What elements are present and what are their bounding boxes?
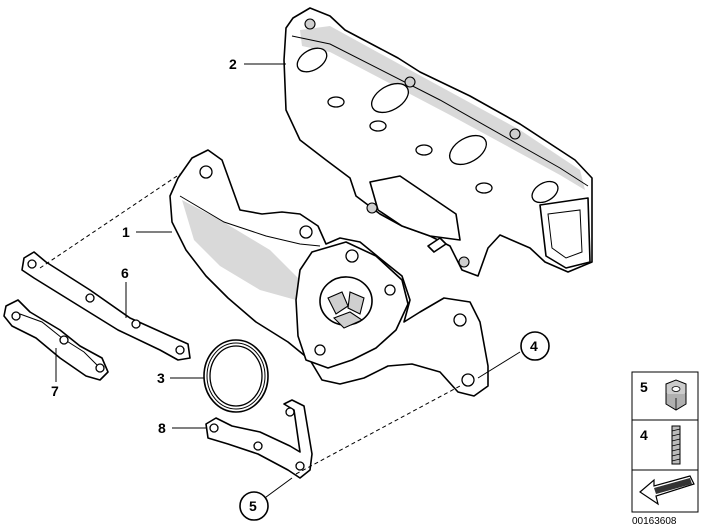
callout-7: 7	[51, 383, 59, 399]
leader-5	[261, 477, 293, 501]
callout-6: 6	[121, 265, 129, 281]
assembly-line-lower	[295, 385, 461, 475]
callout-5-circle	[239, 491, 269, 521]
bracket	[205, 399, 313, 479]
heat-shield	[283, 7, 593, 277]
arrow-icon	[639, 475, 695, 506]
stud-icon	[671, 425, 681, 465]
legend-box: 5 4	[631, 371, 699, 513]
legend-number-5: 5	[640, 379, 648, 395]
callout-1: 1	[122, 224, 130, 240]
legend-number-4: 4	[640, 427, 648, 443]
reference-number: 00163608	[632, 516, 677, 527]
sealing-ring	[203, 339, 269, 413]
callout-2: 2	[229, 56, 237, 72]
callout-5: 5	[249, 498, 257, 514]
callout-3: 3	[157, 370, 165, 386]
callout-8: 8	[158, 420, 166, 436]
exhaust-manifold	[169, 149, 489, 397]
leader-4	[477, 351, 521, 379]
callout-4: 4	[530, 338, 538, 354]
assembly-line-upper	[39, 173, 181, 269]
nut-icon	[665, 379, 687, 411]
short-gasket	[3, 299, 109, 381]
long-gasket	[21, 251, 191, 361]
callout-4-circle	[520, 331, 550, 361]
